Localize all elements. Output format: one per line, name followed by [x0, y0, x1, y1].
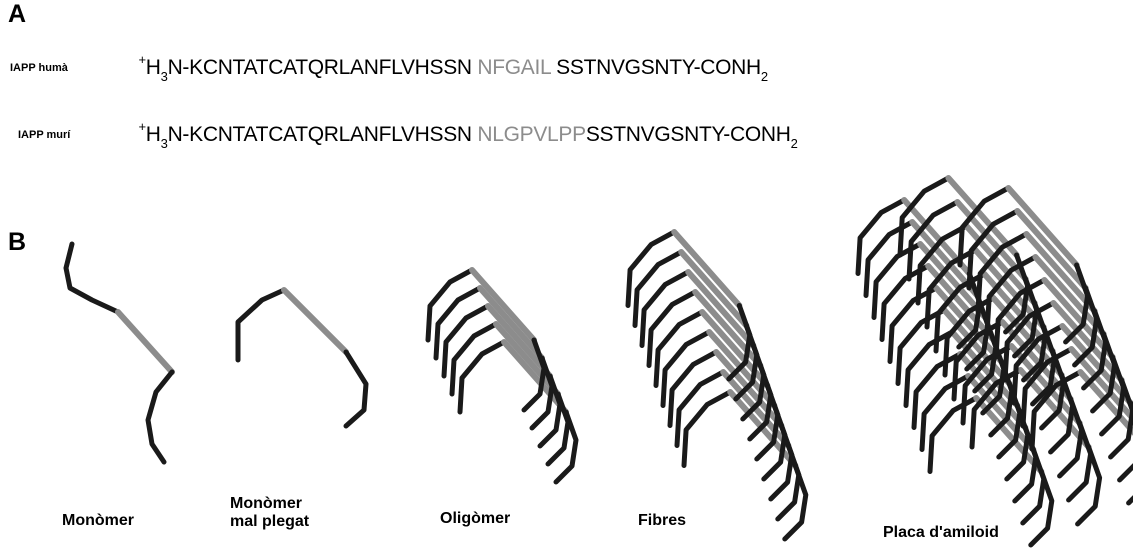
fibril-strand	[460, 342, 504, 412]
monomer-illustration	[66, 244, 172, 462]
fibril-strand	[858, 200, 904, 274]
monomer-strand	[66, 244, 118, 312]
fibril-strand	[930, 398, 976, 472]
oligomer-illustration	[428, 270, 576, 482]
misfolded-strand	[346, 352, 366, 426]
monomer-strand	[148, 372, 172, 462]
fibril-strand	[874, 244, 920, 318]
misfolded-sheet	[284, 290, 346, 352]
fibre-illustration	[628, 232, 806, 539]
monomer-sheet	[118, 312, 172, 372]
misfolded-monomer-illustration	[238, 290, 366, 426]
stage-label-misfolded-monomer: Monòmer mal plegat	[230, 495, 309, 531]
stage-label-oligomer: Oligòmer	[440, 510, 510, 528]
fibril-strand	[436, 288, 480, 358]
fibril-strand	[428, 270, 472, 340]
fibril-strand	[684, 392, 730, 466]
amyloid-plaque-illustration	[858, 178, 1133, 545]
fibril-strand	[452, 324, 496, 394]
stage-label-monomer: Monòmer	[62, 512, 134, 530]
fibril-strand	[866, 222, 912, 296]
stage-label-fibres: Fibres	[638, 512, 686, 530]
misfolded-strand	[238, 290, 284, 360]
fibril-strand	[444, 306, 488, 376]
stage-label-amyloid-plaque: Placa d'amiloid	[883, 524, 999, 542]
